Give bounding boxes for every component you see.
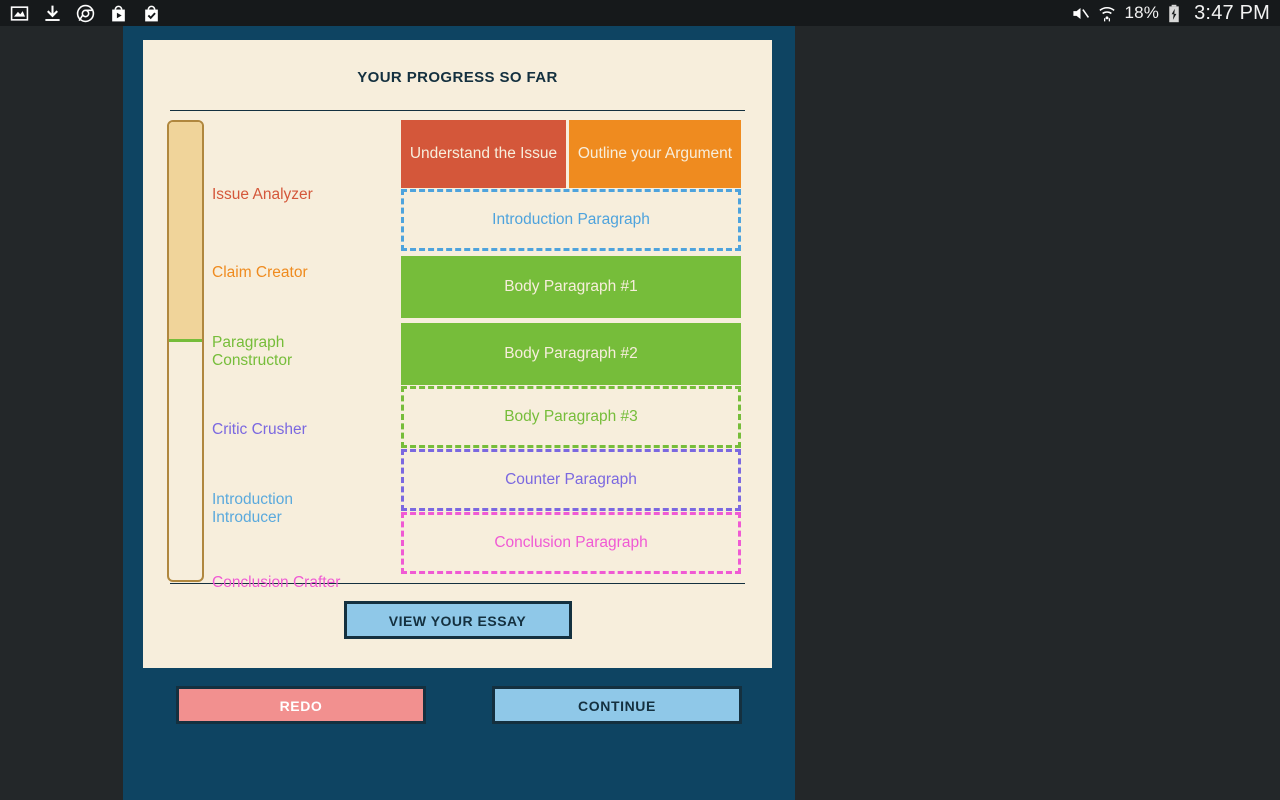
top-block-1[interactable]: Outline your Argument <box>569 120 741 188</box>
play-store-icon <box>109 4 128 23</box>
play-store-installed-icon <box>142 4 161 23</box>
essay-block-2[interactable]: Body Paragraph #2 <box>401 323 741 385</box>
progress-fill <box>169 122 202 342</box>
stage-label-0: Issue Analyzer <box>212 186 313 203</box>
wifi-icon <box>1097 4 1116 23</box>
battery-charging-icon <box>1167 4 1186 23</box>
stage-label-1: Claim Creator <box>212 264 308 281</box>
android-status-bar: 18% 3:47 PM <box>0 0 1280 26</box>
download-icon <box>43 4 62 23</box>
stage-label-5: Conclusion Crafter <box>212 574 341 591</box>
status-bar-notification-icons <box>0 4 161 23</box>
essay-block-3[interactable]: Body Paragraph #3 <box>401 386 741 448</box>
continue-button[interactable]: CONTINUE <box>492 686 742 724</box>
view-your-essay-button[interactable]: VIEW YOUR ESSAY <box>343 601 572 639</box>
divider-top <box>170 110 745 111</box>
top-block-0[interactable]: Understand the Issue <box>401 120 566 188</box>
stage-label-2: Paragraph Constructor <box>212 334 293 369</box>
redo-button[interactable]: REDO <box>176 686 426 724</box>
clock-label: 3:47 PM <box>1194 1 1270 24</box>
status-bar-system-icons: 18% 3:47 PM <box>1070 2 1280 25</box>
essay-block-4[interactable]: Counter Paragraph <box>401 449 741 511</box>
chrome-icon <box>76 4 95 23</box>
view-essay-row: VIEW YOUR ESSAY <box>144 601 771 639</box>
essay-block-0[interactable]: Introduction Paragraph <box>401 189 741 251</box>
stage-label-3: Critic Crusher <box>212 421 307 438</box>
image-icon <box>10 4 29 23</box>
mute-icon <box>1070 4 1090 23</box>
footer-actions: REDO CONTINUE <box>123 686 795 736</box>
battery-percent-label: 18% <box>1124 3 1160 22</box>
stage-label-4: Introduction Introducer <box>212 491 293 526</box>
essay-block-5[interactable]: Conclusion Paragraph <box>401 512 741 574</box>
vertical-progress-bar <box>167 120 204 582</box>
page-title: YOUR PROGRESS SO FAR <box>357 69 558 86</box>
essay-block-1[interactable]: Body Paragraph #1 <box>401 256 741 318</box>
divider-bottom <box>170 583 745 584</box>
